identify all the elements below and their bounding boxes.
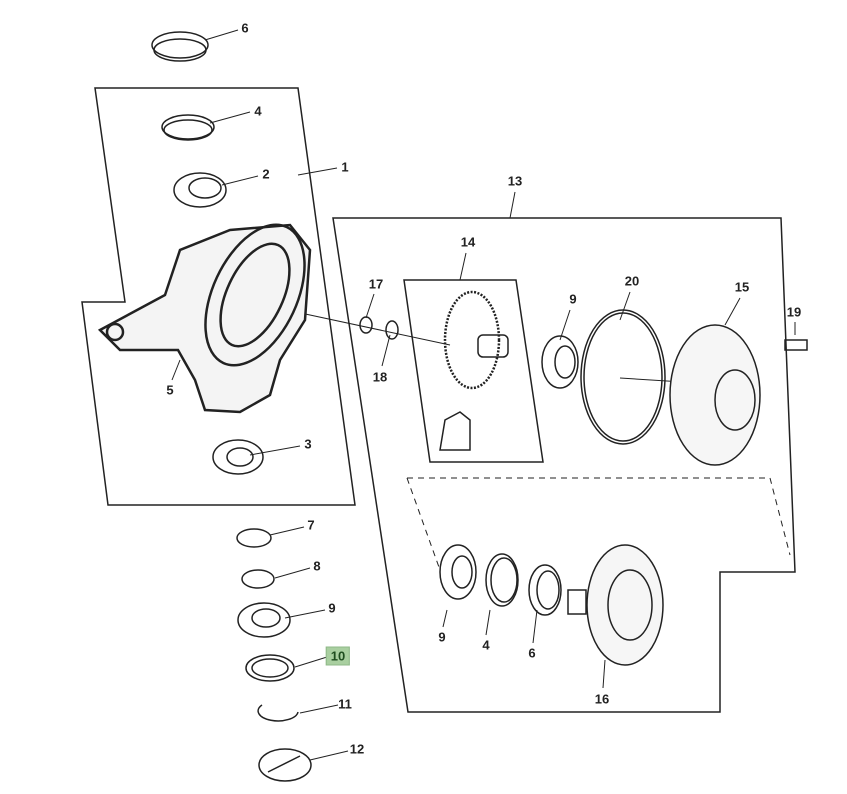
part-6-seal-bottom xyxy=(528,564,562,616)
group-14-boundary xyxy=(403,279,544,463)
callout-15[interactable]: 15 xyxy=(734,279,750,295)
part-8-snap-ring xyxy=(241,569,275,589)
callout-8[interactable]: 8 xyxy=(313,558,321,574)
callout-9[interactable]: 9 xyxy=(328,600,336,616)
callout-7[interactable]: 7 xyxy=(307,517,315,533)
part-10-shim xyxy=(245,654,295,682)
callout-14[interactable]: 14 xyxy=(460,234,476,250)
part-15-cover xyxy=(669,324,761,466)
part-4-ring-bottom xyxy=(485,553,519,607)
callout-19[interactable]: 19 xyxy=(786,304,802,320)
group-1-boundary xyxy=(81,87,356,506)
part-20-o-ring xyxy=(580,309,666,445)
callout-9[interactable]: 9 xyxy=(438,629,446,645)
part-11-snap-ring xyxy=(257,704,299,722)
part-2-bearing xyxy=(173,172,227,208)
part-1-housing xyxy=(97,223,312,414)
dashed-link xyxy=(407,477,791,556)
part-9-bearing-right xyxy=(541,335,579,389)
callout-11[interactable]: 11 xyxy=(338,696,352,712)
callout-6[interactable]: 6 xyxy=(528,645,536,661)
part-7-washer xyxy=(236,528,272,548)
part-14-gear xyxy=(439,290,509,451)
part-9-bearing-bottom xyxy=(439,544,477,600)
group-13-boundary xyxy=(332,217,796,713)
part-16-hub xyxy=(567,544,664,666)
callout-18[interactable]: 18 xyxy=(372,369,388,385)
part-6-seal xyxy=(151,31,209,62)
callout-17[interactable]: 17 xyxy=(368,276,384,292)
callout-6[interactable]: 6 xyxy=(241,20,249,36)
callout-4[interactable]: 4 xyxy=(482,637,490,653)
part-4-ring xyxy=(161,114,215,141)
callout-5[interactable]: 5 xyxy=(166,382,174,398)
callout-9[interactable]: 9 xyxy=(569,291,577,307)
callout-4[interactable]: 4 xyxy=(254,103,262,119)
callout-13[interactable]: 13 xyxy=(507,173,523,189)
part-12-cap xyxy=(258,748,312,782)
part-17-ring xyxy=(359,316,373,334)
part-9-bearing-lower xyxy=(237,602,291,638)
part-3-bearing xyxy=(212,439,264,475)
callout-12[interactable]: 12 xyxy=(349,741,365,757)
part-19-bolt xyxy=(784,339,808,351)
callout-1[interactable]: 1 xyxy=(341,159,349,175)
callout-20[interactable]: 20 xyxy=(624,273,640,289)
part-18-washer xyxy=(385,320,399,340)
callout-3[interactable]: 3 xyxy=(304,436,312,452)
callout-10-highlighted[interactable]: 10 xyxy=(325,646,351,666)
callout-16[interactable]: 16 xyxy=(594,691,610,707)
callout-2[interactable]: 2 xyxy=(262,166,270,182)
leader-lines xyxy=(171,29,796,761)
